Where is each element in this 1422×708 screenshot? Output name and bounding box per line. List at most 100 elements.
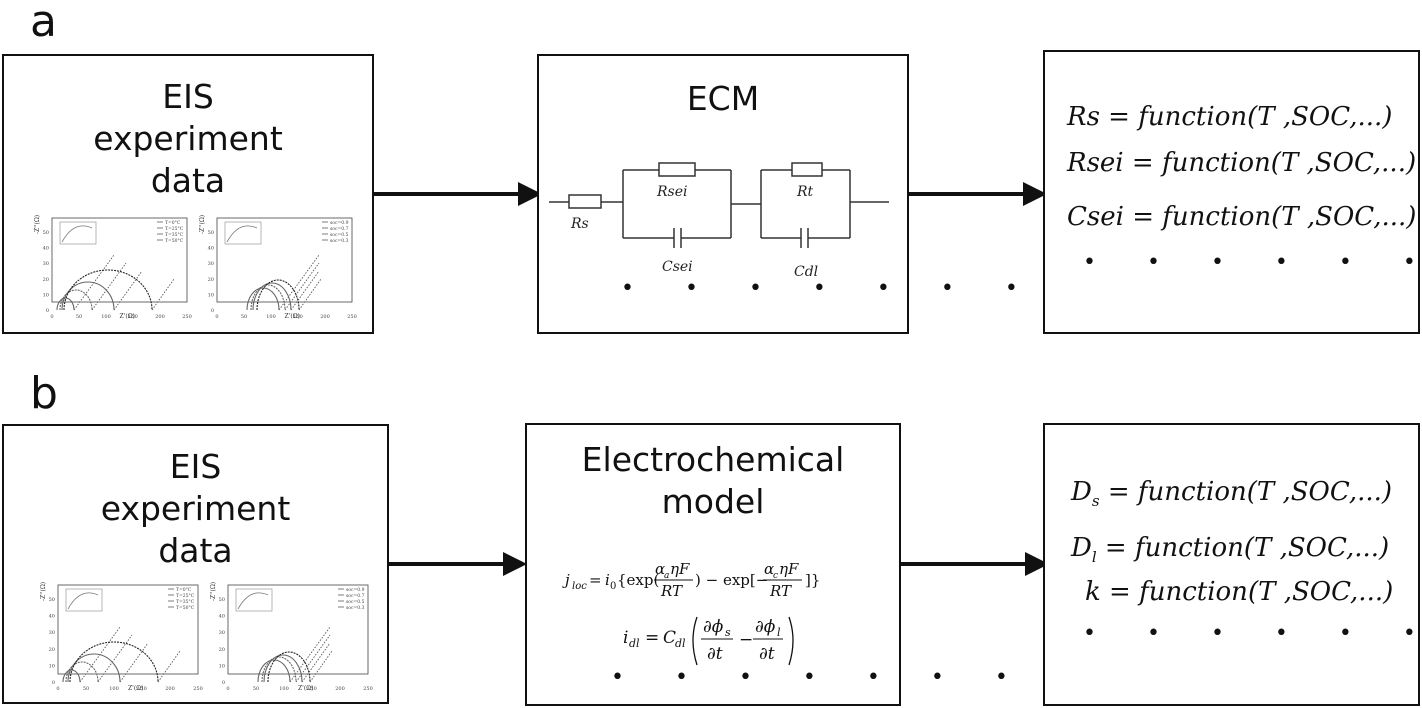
svg-text:dl: dl bbox=[675, 637, 686, 650]
legend-label: soc=0.9 bbox=[330, 220, 349, 226]
svg-text:loc: loc bbox=[572, 581, 587, 592]
rt-resistor bbox=[791, 162, 823, 177]
ecm-title-line: ECM bbox=[686, 79, 760, 118]
legend-label: soc=0.5 bbox=[346, 599, 365, 605]
impedance-arc bbox=[261, 656, 297, 683]
legend-label: soc=0.3 bbox=[346, 605, 365, 611]
y-tick-label: 40 bbox=[49, 614, 55, 620]
double-layer-equation: i dl = C dl ∂ϕ s ∂t − ∂ϕ l ∂t bbox=[623, 616, 794, 666]
legend-label: T=35°C bbox=[176, 599, 195, 605]
outputs-box-b: Ds = function(T ,SOC,...) Dl = function(… bbox=[1043, 423, 1422, 706]
x-tick-label: 0 bbox=[226, 686, 229, 692]
y-tick-label: 10 bbox=[208, 292, 214, 298]
formula-rs: Rs = function(T ,SOC,...) bbox=[1067, 102, 1393, 132]
rt-label: Rt bbox=[796, 184, 814, 200]
x-tick-label: 200 bbox=[335, 686, 345, 692]
y-axis-label: -Z''(Ω) bbox=[210, 582, 217, 601]
x-tick-label: 0 bbox=[215, 314, 218, 320]
rsei-resistor bbox=[658, 162, 696, 177]
svg-text:{exp(: {exp( bbox=[617, 571, 659, 589]
svg-text:) − exp[−: ) − exp[− bbox=[695, 571, 768, 589]
impedance-arc bbox=[250, 284, 286, 311]
eis-data-title-b: EIS experiment data bbox=[4, 446, 387, 572]
y-tick-label: 50 bbox=[219, 597, 225, 603]
x-tick-label: 50 bbox=[253, 686, 259, 692]
diffusion-tail bbox=[91, 262, 127, 311]
eis-title-line: EIS bbox=[162, 77, 214, 116]
legend-label: soc=0.7 bbox=[330, 226, 349, 232]
y-axis-label: -Z''(Ω) bbox=[34, 215, 41, 234]
y-tick-label: 20 bbox=[43, 277, 49, 283]
svg-text:∂t: ∂t bbox=[759, 644, 775, 664]
y-tick-label: 50 bbox=[43, 230, 49, 236]
svg-text:=: = bbox=[589, 571, 602, 589]
legend-label: T=50°C bbox=[176, 605, 195, 611]
x-tick-label: 250 bbox=[193, 686, 203, 692]
diffusion-tail bbox=[301, 642, 331, 683]
x-tick-label: 150 bbox=[128, 314, 138, 320]
plot-frame bbox=[57, 584, 199, 675]
legend-label: T=25°C bbox=[165, 226, 184, 232]
y-tick-label: 0 bbox=[211, 308, 214, 314]
legend-label: T=50°C bbox=[165, 238, 184, 244]
svg-text:0: 0 bbox=[610, 581, 616, 592]
electrochemical-model-box: Electrochemical model j loc = i 0 {exp( … bbox=[525, 423, 1072, 706]
diffusion-tail bbox=[119, 642, 149, 683]
impedance-arc bbox=[67, 653, 121, 683]
y-tick-label: 0 bbox=[222, 680, 225, 686]
plot-inset bbox=[224, 221, 262, 245]
arrow-a1 bbox=[374, 182, 542, 206]
svg-text:α: α bbox=[655, 560, 665, 578]
ecm-title: ECM bbox=[539, 78, 907, 120]
formula-dl: Dl = function(T ,SOC,...) bbox=[1071, 533, 1390, 567]
x-axis-label: Z'(Ω) bbox=[128, 685, 143, 692]
model-title-line: model bbox=[661, 482, 765, 521]
svg-text:∂ϕ: ∂ϕ bbox=[703, 617, 724, 637]
y-tick-label: 30 bbox=[219, 630, 225, 636]
diffusion-tail bbox=[157, 650, 181, 683]
svg-text:ηF: ηF bbox=[779, 560, 799, 578]
inset-curve bbox=[67, 592, 99, 610]
x-tick-label: 150 bbox=[293, 314, 303, 320]
rsei-label: Rsei bbox=[656, 184, 688, 200]
y-tick-label: 40 bbox=[219, 614, 225, 620]
diffusion-tail bbox=[278, 254, 320, 311]
x-tick-label: 200 bbox=[320, 314, 330, 320]
svg-text:=: = bbox=[645, 628, 659, 648]
svg-text:α: α bbox=[764, 560, 774, 578]
formula-rsei: Rsei = function(T ,SOC,...) bbox=[1067, 148, 1417, 178]
x-tick-label: 0 bbox=[50, 314, 53, 320]
svg-text:ηF: ηF bbox=[670, 560, 690, 578]
formula-csei: Csei = function(T ,SOC,...) bbox=[1067, 202, 1417, 232]
x-tick-label: 200 bbox=[165, 686, 175, 692]
diffusion-tail bbox=[298, 278, 322, 311]
impedance-arc bbox=[246, 287, 280, 311]
model-ellipsis: • • • • • • • • bbox=[611, 665, 1094, 690]
svg-text:dl: dl bbox=[629, 637, 640, 650]
x-tick-label: 200 bbox=[155, 314, 165, 320]
inset-curve bbox=[226, 225, 258, 243]
diffusion-tail bbox=[97, 634, 133, 683]
plot-inset bbox=[235, 588, 273, 612]
y-tick-label: 30 bbox=[208, 261, 214, 267]
y-axis-label: -Z''(Ω) bbox=[199, 215, 206, 234]
x-tick-label: 150 bbox=[307, 686, 317, 692]
electrochemical-model-title: Electrochemical model bbox=[527, 439, 899, 523]
y-tick-label: 20 bbox=[208, 277, 214, 283]
svg-text:s: s bbox=[725, 626, 731, 639]
svg-text:a: a bbox=[664, 571, 669, 581]
arrow-b1 bbox=[389, 552, 527, 576]
x-tick-label: 250 bbox=[363, 686, 373, 692]
y-tick-label: 40 bbox=[43, 246, 49, 252]
inset-curve bbox=[237, 592, 269, 610]
x-tick-label: 0 bbox=[56, 686, 59, 692]
inset-curve bbox=[61, 225, 93, 243]
impedance-arc bbox=[267, 651, 311, 683]
svg-text:c: c bbox=[773, 571, 778, 581]
model-title-line: Electrochemical bbox=[581, 440, 845, 479]
outputs-box-a: Rs = function(T ,SOC,...) Rsei = functio… bbox=[1043, 50, 1422, 334]
